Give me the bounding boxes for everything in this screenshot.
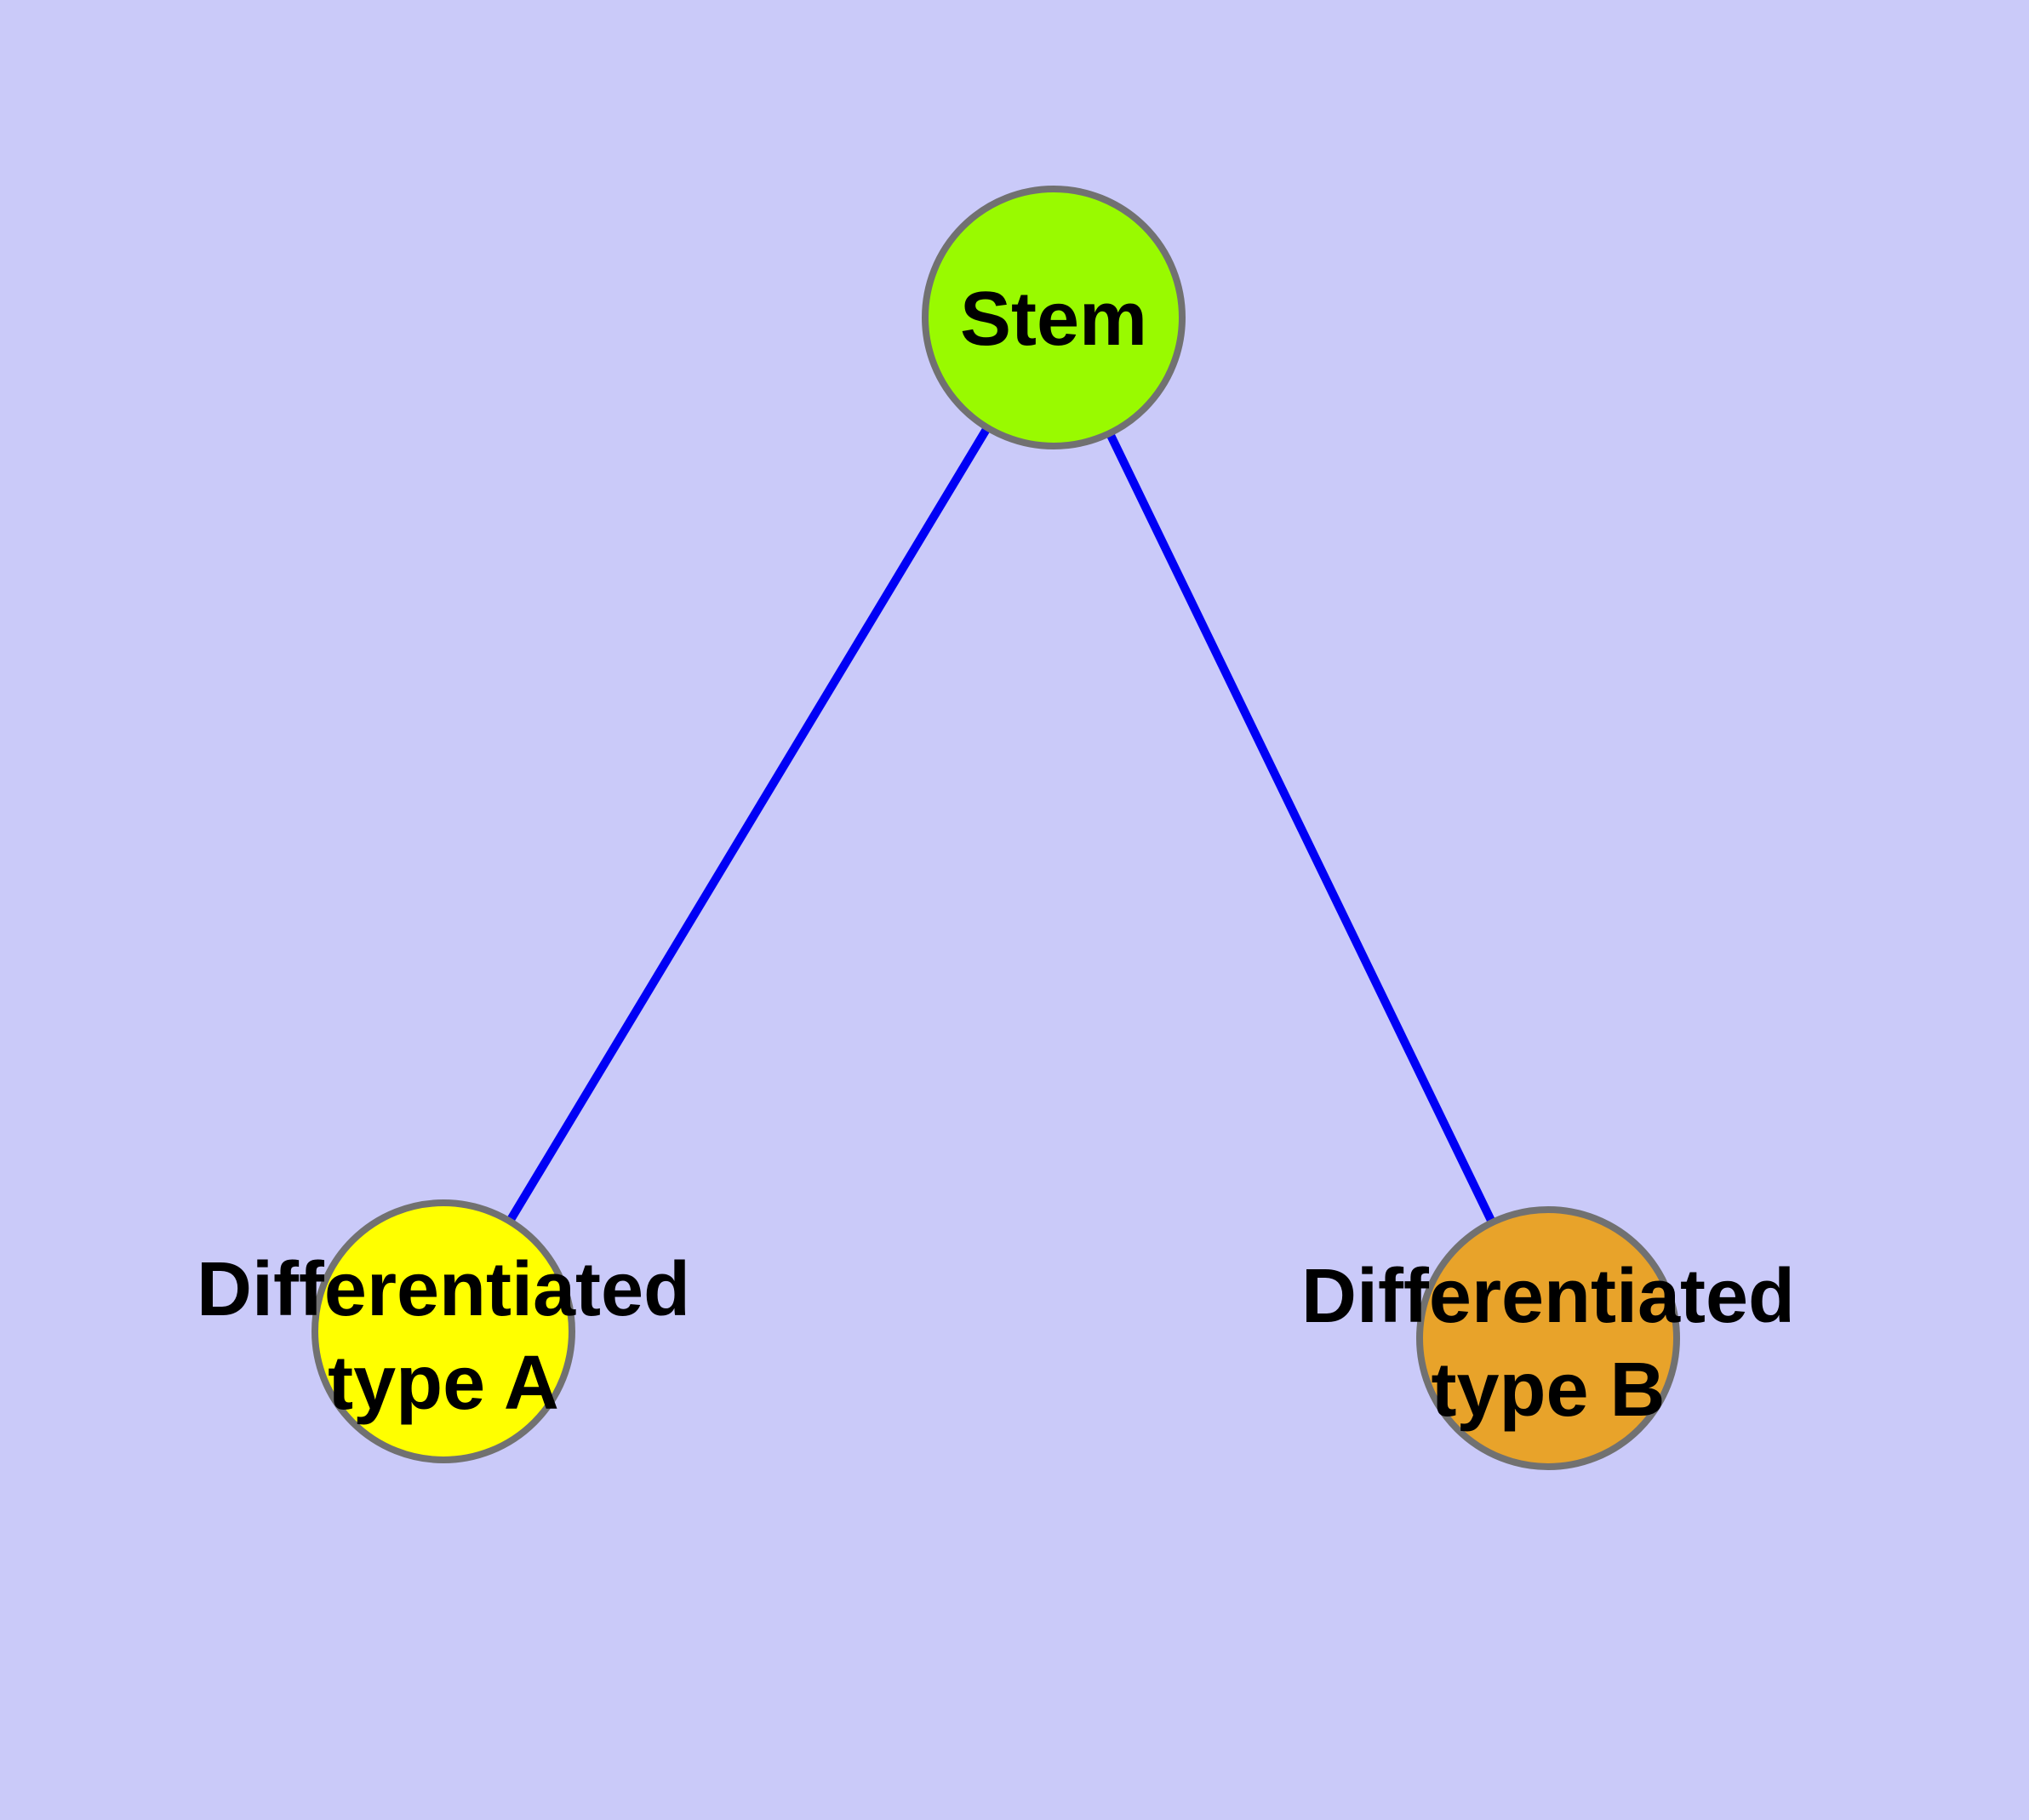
node-type-b-label-line1: Differentiated [1301, 1254, 1795, 1339]
edge-stem-to-type-a [439, 315, 1058, 1334]
node-stem [922, 186, 1186, 449]
node-type-a-label-line2: type A [328, 1341, 559, 1426]
node-differentiated-type-b [1416, 1206, 1680, 1470]
node-differentiated-type-a [311, 1199, 575, 1463]
node-stem-label: Stem [960, 277, 1147, 362]
node-type-b-label-line2: type B [1431, 1348, 1665, 1433]
edge-stem-to-type-b [1049, 315, 1552, 1341]
node-type-a-label-line1: Differentiated [197, 1247, 690, 1332]
